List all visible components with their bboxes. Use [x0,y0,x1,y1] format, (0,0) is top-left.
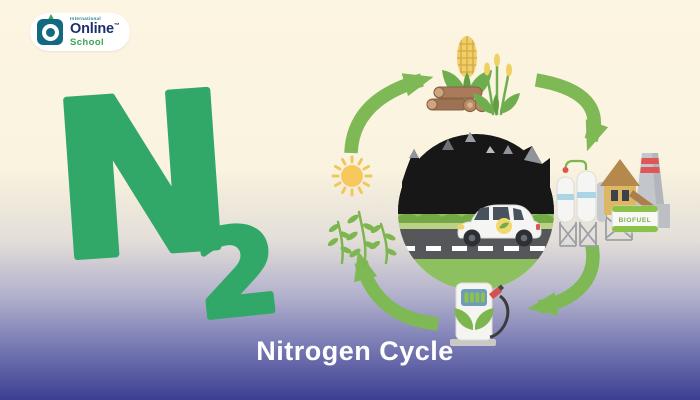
cycle-arrows [344,73,609,331]
logo-line-top: International [70,15,101,21]
eco-car-icon [457,204,542,247]
logo-line-main: Online™ [70,21,120,38]
seedlings-icon [327,210,397,268]
mountain-road-scene [398,132,554,290]
biofuel-label: BIOFUEL [619,217,652,224]
biofuel-factory-icon: BIOFUEL [556,153,670,247]
cycle-arrow-top-right [534,73,609,152]
logo-line-sub: School [70,36,105,48]
biomass-crops-group [426,36,520,116]
pump-nozzle [489,287,502,299]
logo-wordmark: International Online™ School [70,15,120,48]
cycle-arrow-bottom-left [354,250,439,331]
mountains-icon [398,132,554,214]
storage-tanks [556,159,597,223]
n2-formula: N 2 [40,42,288,348]
sun-icon [331,155,373,197]
page-title: Nitrogen Cycle [256,336,454,366]
cycle-arrow-bottom-right [527,244,600,316]
crop-stalks-icon [473,53,520,116]
pump-hose [489,294,510,339]
school-logo: International Online™ School [30,13,130,51]
road-dashes [400,246,545,251]
trademark-symbol: ™ [113,23,120,30]
fuel-pump-icon [450,282,510,346]
n2-element: N [44,46,241,309]
n2-subscript: 2 [189,200,285,346]
logo-ring-shape [42,24,59,41]
school-logo-icon [36,14,66,48]
biofuel-tank-icon: BIOFUEL [611,205,659,233]
cycle-arrow-top-left [344,73,434,154]
